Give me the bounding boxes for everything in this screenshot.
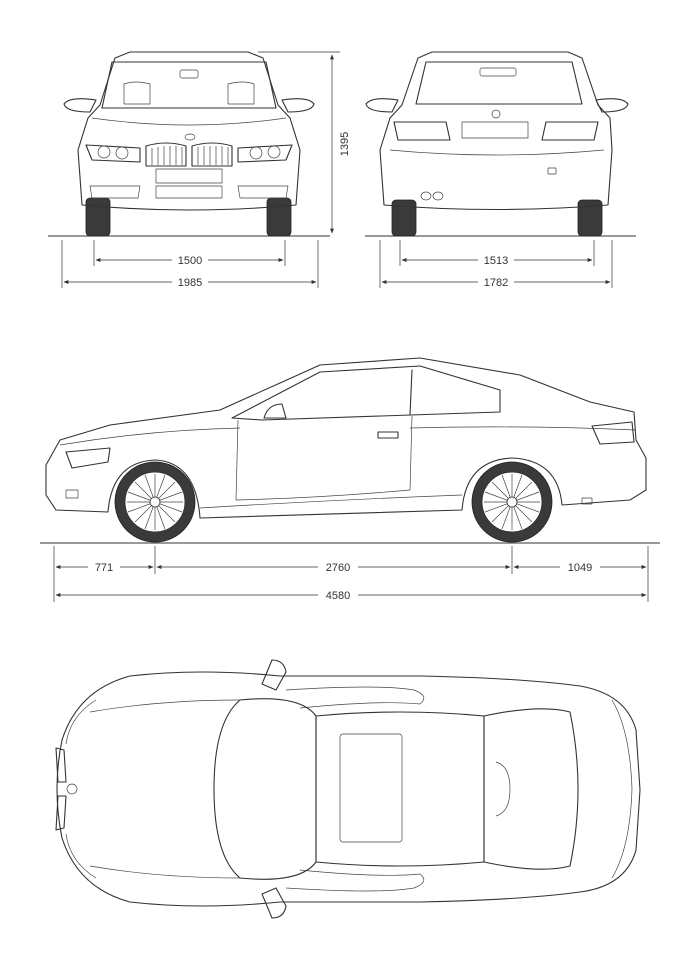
rear-third-brake-light	[479, 67, 517, 77]
rear-left-mirror	[365, 98, 399, 113]
side-rear-hub-icon	[506, 496, 518, 508]
top-left-mirror	[261, 659, 287, 691]
front-right-headlight	[237, 144, 293, 163]
rear-left-tyre	[391, 199, 417, 237]
front-left-headlight	[85, 144, 141, 163]
top-hood-creases	[89, 699, 241, 879]
front-windshield	[101, 61, 277, 109]
front-fog-intakes	[89, 185, 289, 199]
top-rear-window	[483, 708, 579, 870]
top-trunk-edge	[611, 699, 633, 879]
side-mirror	[263, 403, 287, 419]
rear-right-mirror	[595, 98, 629, 113]
front-right-lamp-ring-inner	[249, 146, 263, 160]
length-label: 4580	[326, 590, 350, 602]
side-sill-line	[199, 494, 463, 509]
top-right-mirror	[261, 887, 287, 919]
side-front-hub-icon	[149, 496, 161, 508]
side-view: 771 2760 1049 4580	[40, 357, 660, 602]
top-third-brake-light	[495, 761, 511, 817]
side-body-outline	[45, 357, 647, 519]
front-body-outline	[77, 51, 301, 211]
rear-right-taillight	[541, 121, 599, 141]
side-rear-reflector	[581, 497, 593, 505]
side-shoulder-line	[59, 426, 637, 446]
front-hood-crease	[91, 117, 287, 126]
side-door-outline	[235, 415, 413, 501]
side-b-pillar	[409, 369, 413, 416]
front-mirror-interior	[179, 69, 199, 79]
height-label: 1395	[339, 132, 351, 156]
top-sunroof	[339, 733, 403, 843]
front-lower-intake	[155, 185, 223, 199]
rear-left-taillight	[393, 121, 451, 141]
rear-badge-icon	[491, 109, 501, 119]
front-right-mirror	[281, 98, 315, 113]
front-kidney-grille-left	[145, 142, 187, 167]
front-seats	[123, 81, 255, 105]
top-windshield	[213, 698, 317, 880]
top-kidney-grille	[55, 747, 67, 831]
front-overhang-label: 771	[95, 562, 113, 574]
rear-track-label: 1513	[484, 255, 508, 267]
side-door-handle	[377, 431, 399, 439]
side-greenhouse	[231, 365, 501, 421]
top-door-windows	[285, 686, 425, 892]
rear-width-label: 1782	[484, 277, 508, 289]
front-track-label: 1500	[178, 255, 202, 267]
front-left-lamp-ring-inner	[115, 146, 129, 160]
side-front-reflector	[65, 489, 79, 499]
rear-plate	[461, 121, 529, 139]
rear-exhaust-right	[432, 191, 444, 201]
top-roof	[315, 711, 485, 867]
rear-window	[415, 61, 583, 105]
rear-body-outline	[379, 51, 613, 211]
front-right-lamp-ring	[267, 145, 281, 159]
front-badge-icon	[184, 133, 196, 141]
top-headlight-edges	[65, 699, 97, 879]
front-left-mirror	[63, 98, 97, 113]
top-view	[55, 659, 641, 919]
top-body-outline	[56, 671, 641, 907]
rear-view: 1513 1782	[365, 51, 636, 289]
rear-overhang-label: 1049	[568, 562, 592, 574]
front-view: 1395 1500 1985	[48, 51, 351, 289]
front-kidney-grille-right	[191, 142, 233, 167]
top-badge-icon	[66, 783, 78, 795]
wheelbase-label: 2760	[326, 562, 350, 574]
front-plate	[155, 168, 223, 184]
front-grille-slats	[151, 146, 229, 165]
rear-exhaust-left	[420, 191, 432, 201]
side-taillight	[591, 421, 635, 445]
rear-right-tyre	[577, 199, 603, 237]
front-right-tyre	[266, 197, 292, 237]
rear-bumper-line	[389, 149, 605, 156]
side-headlight	[65, 447, 111, 469]
rear-reflector	[547, 167, 557, 175]
front-width-label: 1985	[178, 277, 202, 289]
front-left-tyre	[85, 197, 111, 237]
front-left-lamp-ring	[97, 145, 111, 159]
